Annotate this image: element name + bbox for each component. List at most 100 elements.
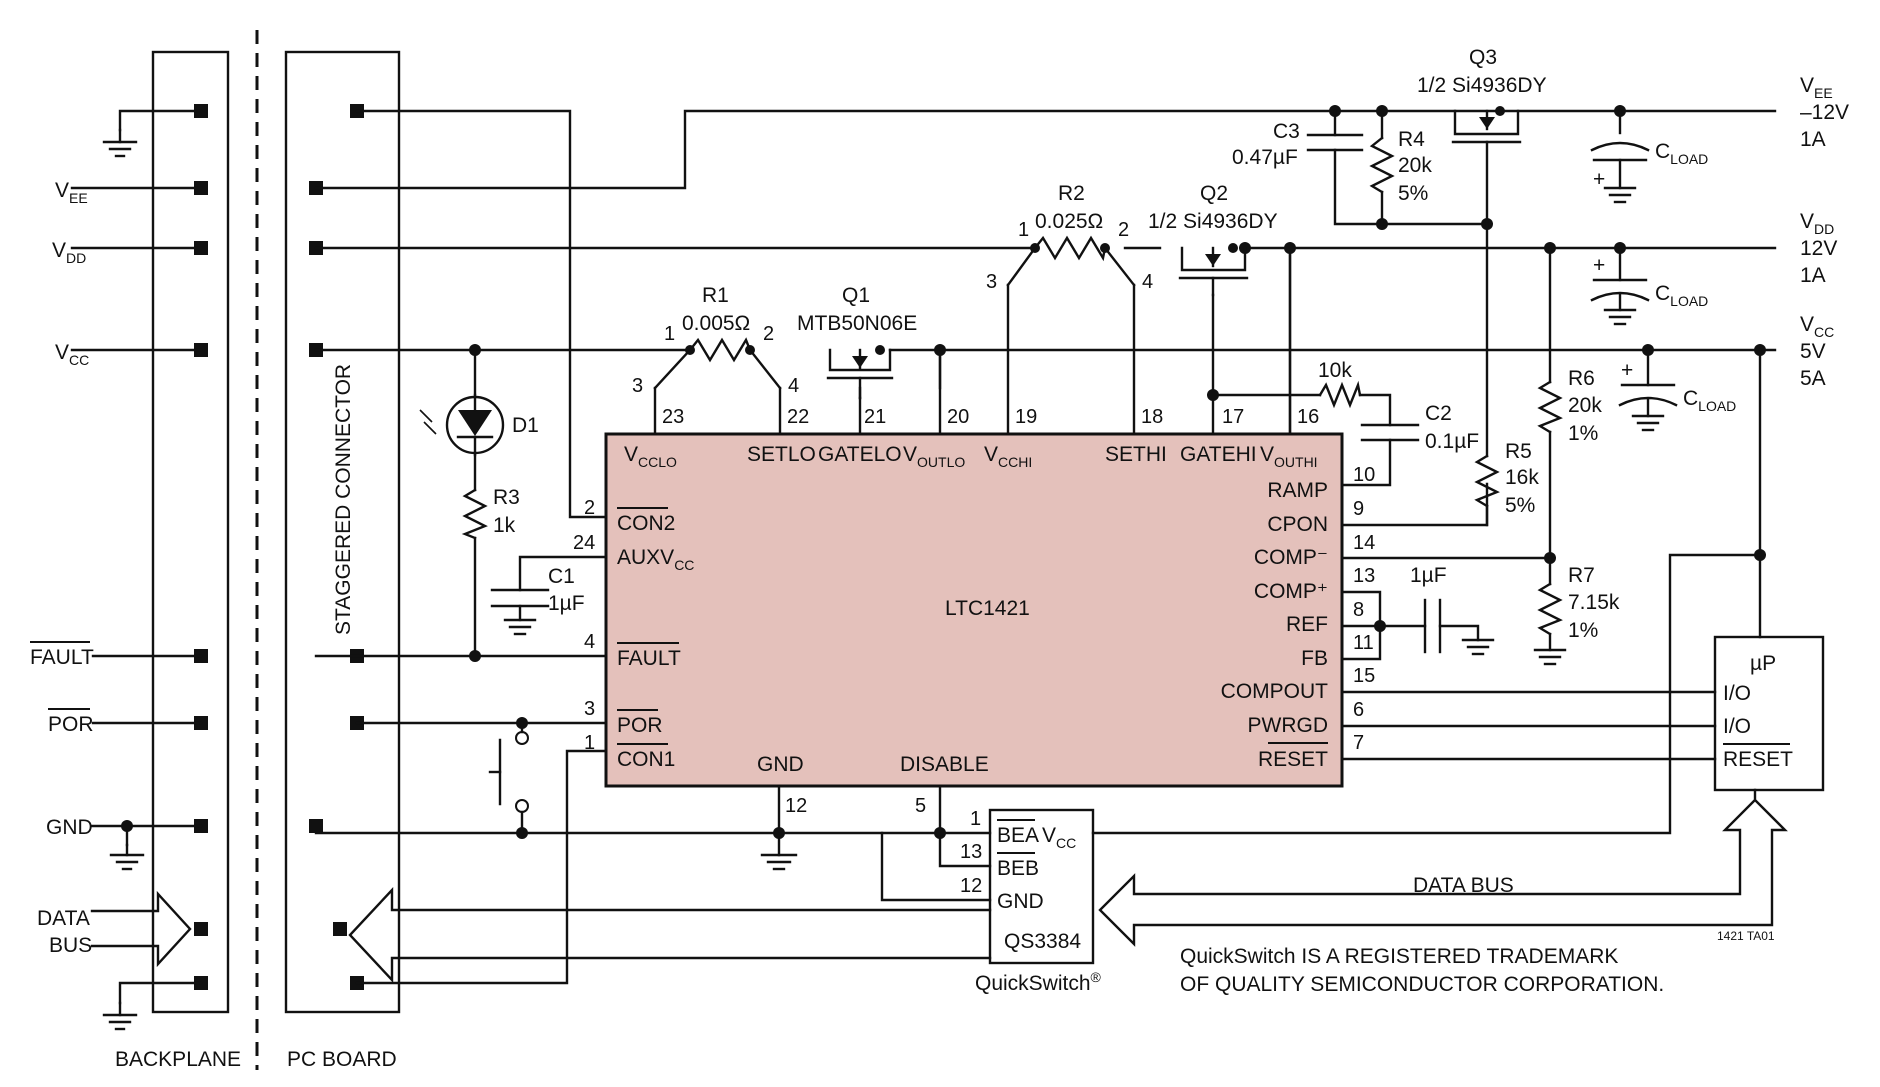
backplane-bus-arrow	[90, 890, 192, 968]
svg-text:SETHI: SETHI	[1105, 443, 1167, 466]
svg-text:1: 1	[584, 732, 595, 754]
svg-text:1k: 1k	[493, 514, 516, 537]
svg-text:5A: 5A	[1800, 367, 1826, 390]
q1-mosfet: Q1 MTB50N06E	[797, 284, 917, 400]
svg-text:C1: C1	[548, 565, 575, 588]
r1-resistor: R1 0.005Ω 1 2 3 4	[632, 284, 799, 397]
svg-text:RESET: RESET	[1258, 748, 1328, 771]
svg-text:13: 13	[960, 841, 982, 863]
svg-text:GND: GND	[997, 890, 1044, 913]
data-bus-arrow	[1098, 788, 1788, 947]
backplane-data-label: DATA	[37, 907, 90, 930]
svg-text:6: 6	[1353, 699, 1364, 721]
svg-text:0.005Ω: 0.005Ω	[682, 312, 750, 335]
ic-disable-label: DISABLE	[900, 753, 989, 776]
backplane-vcc-label: VCC	[55, 341, 89, 368]
qs-labels: BEA VCC BEB GND QS3384 QuickSwitch®	[975, 819, 1102, 995]
svg-text:FAULT: FAULT	[617, 647, 681, 670]
svg-text:12: 12	[960, 875, 982, 897]
ic-right-pin-numbers: 10 9 14 13 8 11 15 6 7	[1353, 464, 1375, 754]
ic-left-pin-numbers: 2 24 4 3 1	[573, 497, 595, 754]
svg-text:4: 4	[788, 375, 799, 397]
svg-text:C3: C3	[1273, 120, 1300, 143]
svg-text:VCC: VCC	[1042, 824, 1076, 851]
svg-text:1/2 Si4936DY: 1/2 Si4936DY	[1148, 210, 1278, 233]
svg-text:1: 1	[970, 808, 981, 830]
svg-text:R2: R2	[1058, 182, 1085, 205]
svg-text:Q3: Q3	[1469, 46, 1497, 69]
svg-text:R7: R7	[1568, 564, 1595, 587]
svg-text:R4: R4	[1398, 128, 1425, 151]
r6-r7-divider: R6 20k 1% R7 7.15k 1%	[1533, 246, 1620, 666]
cref-capacitor: 1µF	[1410, 564, 1495, 656]
svg-text:VOUTHI: VOUTHI	[1260, 443, 1318, 470]
svg-text:10k: 10k	[1318, 359, 1352, 382]
svg-text:QS3384: QS3384	[1004, 930, 1081, 953]
svg-text:2: 2	[584, 497, 595, 519]
svg-text:16k: 16k	[1505, 466, 1539, 489]
svg-text:1%: 1%	[1568, 422, 1598, 445]
svg-text:BEB: BEB	[997, 857, 1039, 880]
r5-resistor: R5 16k 5%	[1474, 440, 1539, 527]
svg-text:VCC: VCC	[1800, 313, 1834, 340]
svg-text:23: 23	[662, 406, 684, 428]
svg-text:20k: 20k	[1398, 154, 1432, 177]
svg-text:14: 14	[1353, 532, 1375, 554]
svg-text:REF: REF	[1286, 613, 1328, 636]
svg-text:20: 20	[947, 406, 969, 428]
backplane-por-label: POR	[48, 713, 94, 736]
trademark-line-2: OF QUALITY SEMICONDUCTOR CORPORATION.	[1180, 973, 1664, 996]
svg-text:COMP⁻: COMP⁻	[1254, 546, 1328, 569]
backplane-vee-label: VEE	[55, 179, 88, 206]
cload-vee: + CLOAD	[1590, 109, 1708, 204]
c2-capacitor: C2 0.1µF	[1360, 402, 1479, 453]
svg-text:R1: R1	[702, 284, 729, 307]
c3-r4-network: C3 0.47µF R4 20k 5%	[1232, 109, 1489, 458]
svg-text:1µF: 1µF	[548, 592, 585, 615]
ic-name: LTC1421	[945, 597, 1030, 620]
up-io1: I/O	[1723, 682, 1751, 705]
gnd-junction	[121, 820, 133, 832]
c1-capacitor: C1 1µF	[490, 565, 585, 636]
svg-text:SETLO: SETLO	[747, 443, 816, 466]
svg-text:1: 1	[1018, 219, 1029, 241]
svg-text:1A: 1A	[1800, 264, 1826, 287]
data-bus-label: DATA BUS	[1413, 874, 1514, 897]
svg-text:COMP⁺: COMP⁺	[1254, 580, 1328, 603]
backplane-label: BACKPLANE	[115, 1048, 241, 1071]
svg-text:1A: 1A	[1800, 128, 1826, 151]
ltc1421-ic	[604, 432, 1344, 788]
svg-text:VCCHI: VCCHI	[984, 443, 1032, 470]
svg-text:AUXVCC: AUXVCC	[617, 546, 694, 573]
cload-vdd: + CLOAD	[1590, 246, 1708, 326]
rail-labels: VEE –12V 1A VDD 12V 1A VCC 5V 5A	[1800, 74, 1849, 390]
svg-text:5%: 5%	[1505, 494, 1535, 517]
svg-text:1%: 1%	[1568, 619, 1598, 642]
r3-resistor: R3 1k	[461, 486, 520, 540]
backplane-vdd-label: VDD	[52, 239, 86, 266]
svg-text:12V: 12V	[1800, 237, 1837, 260]
r10k-resistor: 10k	[1318, 359, 1362, 409]
svg-text:15: 15	[1353, 665, 1375, 687]
svg-text:Q1: Q1	[842, 284, 870, 307]
svg-text:VCCLO: VCCLO	[624, 443, 677, 470]
backplane-connector	[151, 50, 230, 1014]
figure-code: 1421 TA01	[1717, 929, 1775, 943]
ic-top-pin-numbers: 23 22 21 20 19 18 17 16	[662, 406, 1319, 428]
ic-left-pin-labels: CON2 AUXVCC FAULT POR CON1	[617, 507, 694, 771]
r2-resistor: R2 0.025Ω 1 2 3 4	[986, 182, 1153, 293]
ic-top-pin-stubs	[653, 246, 1292, 436]
pc-board-label: PC BOARD	[287, 1048, 397, 1071]
ic-top-pin-labels: VCCLO SETLO GATELO VOUTLO VCCHI SETHI GA…	[624, 443, 1318, 470]
svg-text:1µF: 1µF	[1410, 564, 1447, 587]
svg-text:2: 2	[1118, 219, 1129, 241]
qs-pin-numbers: 1 13 12	[960, 808, 982, 897]
backplane-gnd-label: GND	[46, 816, 93, 839]
staggered-connector-label: STAGGERED CONNECTOR	[332, 364, 355, 635]
svg-text:9: 9	[1353, 498, 1364, 520]
q3-mosfet: Q3 1/2 Si4936DY	[1417, 46, 1547, 226]
up-io2: I/O	[1723, 715, 1751, 738]
svg-text:1/2 Si4936DY: 1/2 Si4936DY	[1417, 74, 1547, 97]
svg-text:GATEHI: GATEHI	[1180, 443, 1257, 466]
svg-text:0.1µF: 0.1µF	[1425, 430, 1479, 453]
